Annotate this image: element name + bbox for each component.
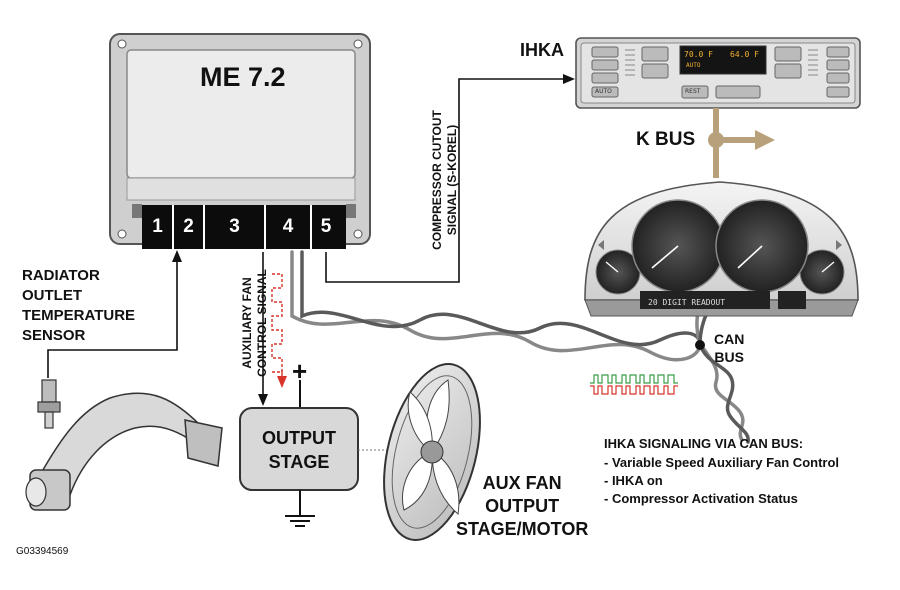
temperature-sensor-icon [37, 379, 61, 429]
ecu-pin-5: 5 [320, 216, 332, 237]
ecu-module [109, 33, 371, 249]
climate-left-temp: 70.0 F [684, 50, 713, 59]
compressor-cutout-line [325, 74, 575, 283]
ihka-label: IHKA [520, 40, 564, 60]
k-bus-label: K BUS [636, 129, 696, 150]
sensor-label: RADIATOR OUTLET TEMPERATURE SENSOR [22, 267, 136, 344]
figure-id: G03394569 [16, 546, 69, 557]
climate-auto-button: AUTO [595, 88, 612, 95]
note-item: - IHKA on [604, 473, 663, 488]
radiator-hose [25, 392, 223, 511]
notes-title: IHKA SIGNALING VIA CAN BUS: [604, 436, 804, 451]
can-bus-label: CAN BUS [714, 331, 745, 365]
output-stage-label: OUTPUT STAGE [262, 428, 336, 472]
ihka-panel [575, 37, 861, 109]
instrument-cluster [584, 181, 859, 317]
climate-rest-button: REST [685, 88, 701, 95]
output-stage-box [239, 380, 392, 527]
climate-mode: AUTO [686, 62, 701, 69]
climate-right-temp: 64.0 F [730, 50, 759, 59]
ecu-title: ME 7.2 [200, 62, 286, 92]
aux-fan-signal-label: AUXILIARY FAN CONTROL SIGNAL [240, 269, 269, 377]
ecu-pin-2: 2 [183, 216, 194, 237]
can-bus-junction [695, 340, 705, 350]
can-bus-harness [290, 250, 750, 444]
ecu-pin-3: 3 [229, 216, 240, 237]
k-bus-connection [708, 108, 775, 178]
compressor-signal-label: COMPRESSOR CUTOUT SIGNAL (S-KOREL) [430, 110, 459, 250]
can-waveform [590, 374, 678, 395]
aux-fan-icon [383, 363, 481, 541]
ecu-pin-1: 1 [152, 216, 163, 237]
odometer-readout: 20 DIGIT READOUT [648, 298, 726, 307]
plus-label: + [292, 356, 308, 386]
sensor-signal-line [47, 250, 182, 378]
aux-fan-label: AUX FAN OUTPUT STAGE/MOTOR [456, 473, 589, 539]
note-item: - Compressor Activation Status [604, 491, 798, 506]
ecu-pin-4: 4 [282, 216, 294, 237]
aux-fan-signal-line [258, 252, 287, 406]
note-item: - Variable Speed Auxiliary Fan Control [604, 455, 840, 470]
